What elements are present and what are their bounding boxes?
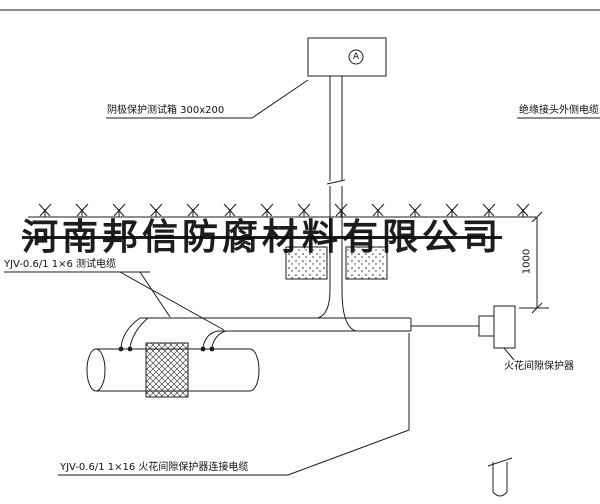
test-box-label: 阴极保护测试箱 300x200 xyxy=(107,105,225,116)
test-cable-label: YJV-0.6/1 1×6 测试电缆 xyxy=(4,259,117,270)
cable-weld-points xyxy=(118,346,215,352)
spark-gap-cable-label: YJV-0.6/1 1×16 火花间隙保护器连接电缆 xyxy=(60,462,249,473)
pipe-break-symbol xyxy=(487,457,513,497)
spark-gap-protector xyxy=(478,305,516,361)
riser-conduit xyxy=(317,76,357,332)
cable-runs xyxy=(120,317,479,348)
insulated-joint-cable-label: 绝缘接头外侧电缆 xyxy=(519,105,599,116)
spark-gap-protector-label: 火花间隙保护器 xyxy=(504,361,574,372)
spark-gap-cable-leader-line xyxy=(58,333,410,476)
test-cable-leader-lines xyxy=(4,271,225,331)
ammeter-symbol-label: A xyxy=(352,52,360,62)
concrete-foundation-blocks xyxy=(285,246,388,280)
spark-gap-leader-line xyxy=(503,347,515,361)
test-box xyxy=(307,37,387,77)
insulation-wrap-hatch xyxy=(145,342,189,398)
dimension-line xyxy=(519,211,549,314)
test-box-leader-line xyxy=(106,79,309,119)
company-watermark: 河南邦信防腐材料有限公司 xyxy=(22,216,503,258)
dimension-text-1000: 1000 xyxy=(521,248,533,275)
